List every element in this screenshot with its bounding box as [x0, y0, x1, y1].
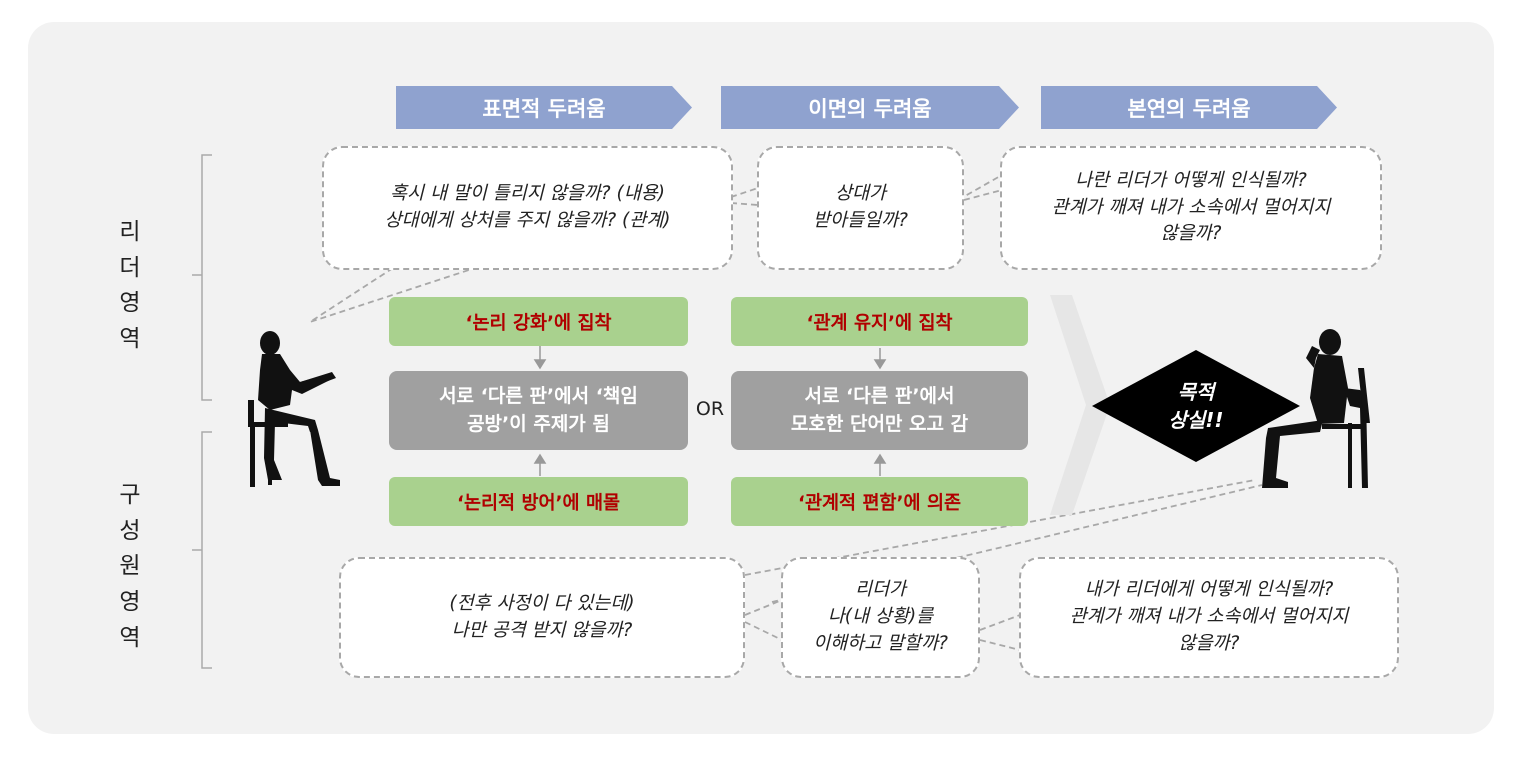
header-fundamental-fear: 본연의 두려움: [1041, 86, 1337, 129]
header-surface-fear: 표면적 두려움: [396, 86, 692, 129]
logic-reinforce-box: ‘논리 강화’에 집착: [389, 297, 688, 346]
relationship-keep-box: ‘관계 유지’에 집착: [731, 297, 1028, 346]
header-hidden-fear: 이면의 두려움: [721, 86, 1019, 129]
member-silhouette-icon: [1262, 329, 1370, 488]
relationship-comfort-box: ‘관계적 편함’에 의존: [731, 477, 1028, 526]
leader-surface-fear-bubble: 혹시 내 말이 틀리지 않을까? (내용)상대에게 상처를 주지 않을까? (관…: [322, 146, 733, 270]
member-surface-fear-bubble: (전후 사정이 다 있는데)나만 공격 받지 않을까?: [339, 557, 745, 678]
logic-defense-box: ‘논리적 방어’에 매몰: [389, 477, 688, 526]
leader-silhouette-icon: [248, 331, 340, 487]
or-label: OR: [695, 398, 725, 420]
